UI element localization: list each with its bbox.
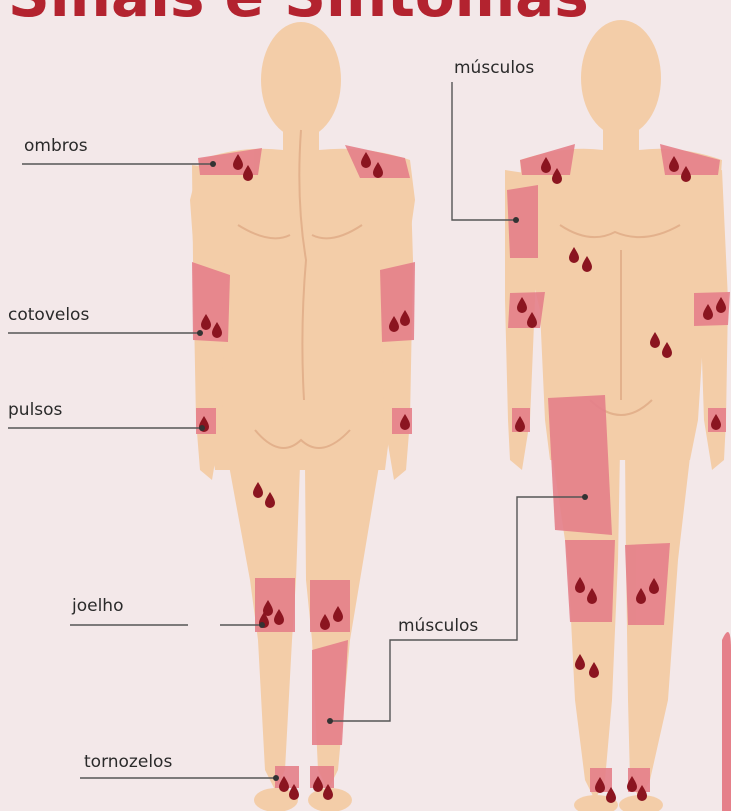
label-ombros: ombros bbox=[24, 136, 88, 156]
area-left-knee-front bbox=[565, 540, 615, 622]
area-right-knee-front bbox=[625, 543, 670, 625]
label-musculos-bottom: músculos bbox=[398, 616, 478, 636]
back-figure bbox=[190, 22, 415, 811]
label-cotovelos: cotovelos bbox=[8, 305, 89, 325]
area-thigh-front bbox=[548, 395, 612, 535]
area-left-elbow-back bbox=[192, 262, 230, 342]
frame-edge bbox=[722, 632, 731, 811]
area-calf-back bbox=[312, 640, 348, 745]
label-joelho: joelho bbox=[72, 596, 123, 616]
area-right-knee-back bbox=[310, 580, 350, 632]
label-pulsos: pulsos bbox=[8, 400, 62, 420]
label-tornozelos: tornozelos bbox=[84, 752, 172, 772]
label-musculos-top: músculos bbox=[454, 58, 534, 78]
area-right-shoulder-front bbox=[660, 144, 720, 175]
area-upper-arm-front bbox=[507, 185, 538, 258]
